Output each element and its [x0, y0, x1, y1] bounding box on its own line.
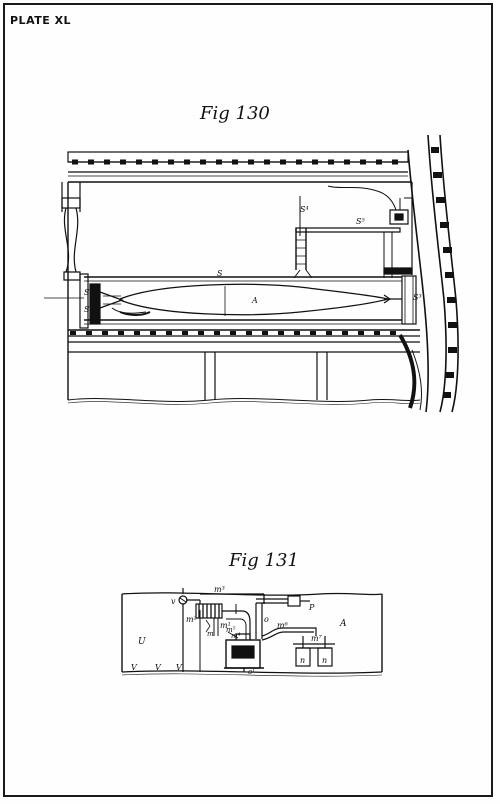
label-o: o [264, 615, 269, 624]
label-m5: m⁵ [226, 626, 236, 634]
valve-v [178, 588, 201, 672]
fig-130-caption: Fig 130 [200, 103, 270, 124]
label-s4: S⁴ [300, 205, 309, 214]
label-m4: m⁴ [231, 632, 241, 640]
reservoir [195, 593, 265, 640]
label-m6: m⁶ [277, 621, 289, 630]
label-p: P [308, 603, 315, 612]
label-o1: o¹ [248, 668, 255, 676]
label-v1: V [131, 663, 138, 672]
label-n2: n [322, 656, 327, 665]
label-a-131: A [339, 619, 347, 629]
lower-deck [67, 329, 421, 405]
lever-m [199, 610, 239, 672]
plate-title: PLATE XL [10, 14, 72, 27]
label-m: m [207, 630, 214, 638]
label-v2: V [155, 663, 162, 672]
pipe-n [261, 627, 335, 667]
label-s5: S⁵ [356, 217, 365, 226]
label-v: v [171, 597, 176, 606]
top-deck [67, 151, 412, 183]
label-s6: S⁶ [84, 305, 93, 314]
label-s-left: S [84, 288, 90, 297]
label-m3: m³ [214, 585, 225, 594]
pipe-p [255, 595, 310, 639]
label-s3: S³ [413, 293, 422, 302]
label-m2: m² [186, 615, 197, 624]
label-a: A [251, 296, 258, 305]
torpedo-body [99, 283, 402, 316]
label-u: U [138, 637, 146, 647]
hull-side [398, 134, 459, 413]
label-m1: m¹ [220, 621, 231, 630]
label-m7: m⁷ [311, 634, 323, 643]
launch-gear [293, 185, 413, 279]
fig-131-caption: Fig 131 [229, 550, 299, 571]
torpedo-tube [79, 273, 417, 329]
label-n1: n [300, 656, 305, 665]
plate-border [3, 3, 493, 797]
label-s: S [217, 269, 223, 278]
compartment-outline [121, 592, 383, 677]
central-valve [224, 633, 264, 672]
label-v3: V [176, 663, 183, 672]
